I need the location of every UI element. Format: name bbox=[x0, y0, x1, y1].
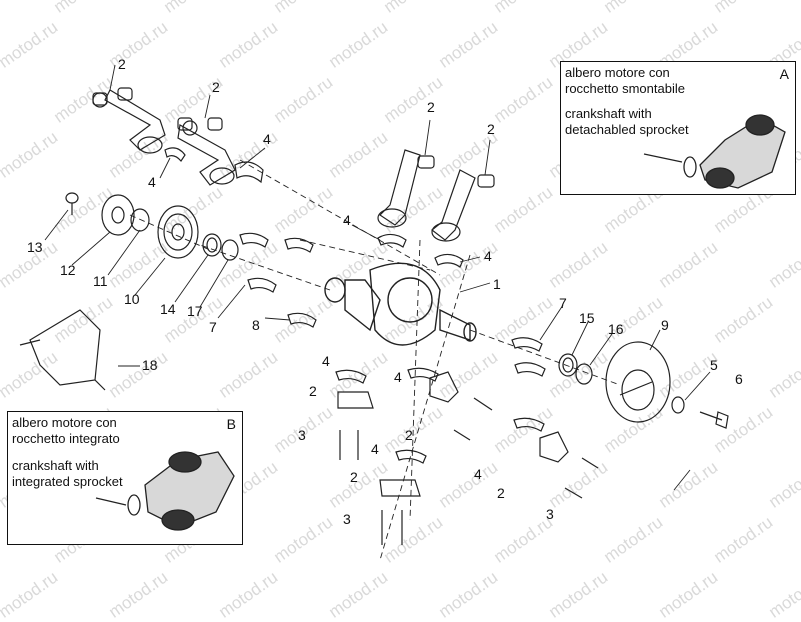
callout-12: 12 bbox=[60, 262, 76, 278]
callout-7-b: 7 bbox=[559, 295, 567, 311]
callout-2-c: 2 bbox=[427, 99, 435, 115]
callout-14: 14 bbox=[160, 301, 176, 317]
bushing-pair-top-left bbox=[92, 87, 223, 131]
lower-bearing-caps bbox=[337, 371, 569, 497]
callout-6: 6 bbox=[735, 371, 743, 387]
seal-14 bbox=[202, 233, 222, 257]
inset-a-letter: A bbox=[779, 66, 789, 82]
callout-2-f: 2 bbox=[405, 427, 413, 443]
callout-2-g: 2 bbox=[350, 469, 358, 485]
gear-10 bbox=[157, 205, 199, 259]
washer-5 bbox=[671, 396, 685, 414]
callout-13: 13 bbox=[27, 239, 43, 255]
bearing-shells-7-right bbox=[511, 337, 546, 377]
connecting-rod-left-2 bbox=[177, 120, 236, 186]
callout-4-a: 4 bbox=[263, 131, 271, 147]
sprocket-12 bbox=[101, 194, 135, 236]
inset-a-line-3: crankshaft with bbox=[565, 106, 652, 121]
crankshaft bbox=[324, 262, 477, 346]
callout-2-a: 2 bbox=[118, 56, 126, 72]
callout-18: 18 bbox=[142, 357, 158, 373]
callout-4-d: 4 bbox=[484, 248, 492, 264]
bearing-shells-center bbox=[377, 233, 464, 268]
callout-4-b: 4 bbox=[148, 174, 156, 190]
crankshaft-assembly-18 bbox=[19, 309, 106, 391]
callout-2-b: 2 bbox=[212, 79, 220, 95]
flywheel-9 bbox=[605, 341, 671, 423]
callout-3-c: 3 bbox=[546, 506, 554, 522]
bearing-shells-top-left bbox=[164, 147, 264, 184]
bearing-shells-8 bbox=[284, 237, 317, 328]
callout-15: 15 bbox=[579, 310, 595, 326]
callout-2-d: 2 bbox=[487, 121, 495, 137]
callout-8: 8 bbox=[252, 317, 260, 333]
bolt-13 bbox=[65, 192, 79, 215]
lower-bolts bbox=[339, 397, 599, 545]
inset-a-line-1: albero motore con bbox=[565, 65, 670, 80]
callout-2-h: 2 bbox=[497, 485, 505, 501]
callout-7-a: 7 bbox=[209, 319, 217, 335]
inset-a-line-2: rocchetto smontabile bbox=[565, 81, 685, 96]
callout-16: 16 bbox=[608, 321, 624, 337]
inset-b-line-4: integrated sprocket bbox=[12, 474, 123, 489]
callout-4-h: 4 bbox=[474, 466, 482, 482]
callout-5: 5 bbox=[710, 357, 718, 373]
inset-b-letter: B bbox=[226, 416, 236, 432]
assembly-axis-lines bbox=[129, 159, 621, 561]
callout-3-a: 3 bbox=[298, 427, 306, 443]
callout-4-e: 4 bbox=[322, 353, 330, 369]
ring-16 bbox=[575, 363, 593, 385]
inset-b-line-1: albero motore con bbox=[12, 415, 117, 430]
connecting-rod-center-2 bbox=[431, 169, 495, 242]
callout-3-b: 3 bbox=[343, 511, 351, 527]
callout-11: 11 bbox=[93, 273, 108, 289]
ring-17 bbox=[221, 239, 239, 261]
parts-drawing bbox=[19, 64, 786, 561]
bearing-shells-7-left bbox=[239, 232, 277, 293]
inset-b-line-2: rocchetto integrato bbox=[12, 431, 120, 446]
inset-a-box: A albero motore con rocchetto smontabile… bbox=[560, 61, 796, 195]
leader-lines bbox=[44, 64, 711, 501]
connecting-rod-center-1 bbox=[377, 149, 435, 228]
callout-4-f: 4 bbox=[394, 369, 402, 385]
lower-shells bbox=[335, 367, 545, 464]
inset-b-line-3: crankshaft with bbox=[12, 458, 99, 473]
callout-9: 9 bbox=[661, 317, 669, 333]
washer-11 bbox=[130, 208, 150, 232]
inset-b-box: B albero motore con rocchetto integrato … bbox=[7, 411, 243, 545]
callout-4-g: 4 bbox=[371, 441, 379, 457]
callout-4-c: 4 bbox=[343, 212, 351, 228]
callout-2-e: 2 bbox=[309, 383, 317, 399]
callout-1: 1 bbox=[493, 276, 501, 292]
seal-15 bbox=[558, 353, 578, 377]
bolt-6 bbox=[699, 411, 729, 429]
callout-10: 10 bbox=[124, 291, 140, 307]
callout-17: 17 bbox=[187, 303, 203, 319]
inset-a-line-4: detachabled sprocket bbox=[565, 122, 689, 137]
